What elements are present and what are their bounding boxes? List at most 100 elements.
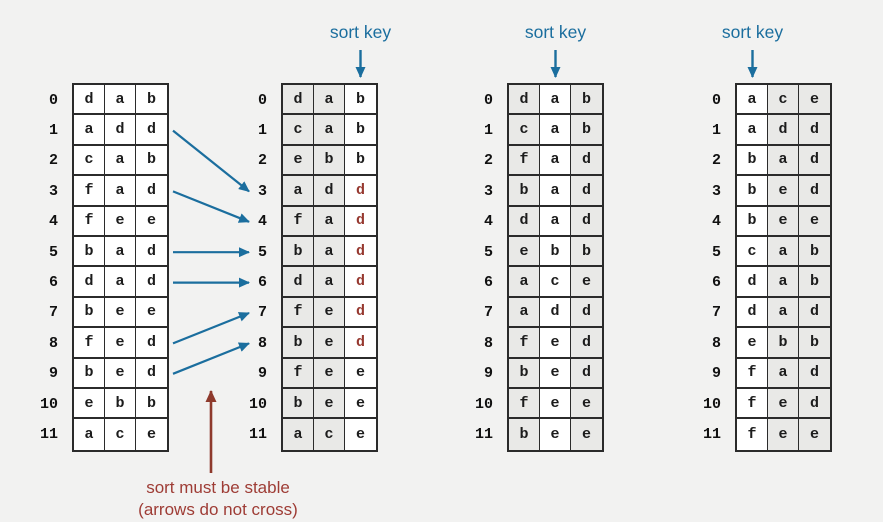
table-cell: e [136,419,167,450]
table-cell: b [136,85,167,116]
table-cell: e [136,206,167,237]
table-cell: b [136,388,167,420]
row-index: 4 [48,213,58,231]
table-cell: c [74,145,105,177]
table-cell: a [105,236,136,268]
table-cell: d [799,176,830,207]
table-cell: d [283,85,314,116]
table-cell: a [737,85,768,116]
table-cell: c [737,236,768,268]
row-index: 10 [474,395,493,413]
table-cell: e [283,145,314,177]
table-cell: e [540,328,571,359]
table-cell: a [540,115,571,146]
table-cell: d [737,267,768,298]
row-index: 0 [48,91,58,109]
table-cell: b [105,388,136,420]
table-cell: d [799,388,830,420]
table-cell: a [74,419,105,450]
table-cell: b [571,115,602,146]
row-index: 9 [257,365,267,383]
table-cell: d [283,267,314,298]
row-index: 9 [483,365,493,383]
table-cell: d [737,297,768,329]
table-cell: d [136,115,167,146]
table-cell: e [314,358,345,389]
row-index: 6 [257,274,267,292]
row-index: 2 [483,152,493,170]
table-cell: e [105,297,136,329]
table-cell: e [799,85,830,116]
table-cell: d [571,297,602,329]
stable-note-line1: sort must be stable [146,478,290,497]
table-cell: a [540,206,571,237]
table-cell: e [540,358,571,389]
table-cell: f [74,176,105,207]
table-cell: d [345,206,376,237]
sort-key-label: sort key [329,22,392,42]
table-cell: e [571,419,602,450]
table-cell: b [283,236,314,268]
table-cell: e [105,358,136,389]
table-cell: d [799,145,830,177]
table-cell: d [799,358,830,389]
table-cell: a [314,85,345,116]
row-index: 8 [483,334,493,352]
table-cell: a [768,358,799,389]
row-index: 11 [39,426,58,444]
table-cell: a [768,267,799,298]
table-cell: a [283,176,314,207]
table-cell: b [74,236,105,268]
sort-key-label: sort key [524,22,587,42]
table-cell: a [314,267,345,298]
row-index: 3 [48,182,58,200]
table-cell: e [571,267,602,298]
table-cell: c [105,419,136,450]
table-cell: b [509,176,540,207]
table-cell: d [571,358,602,389]
row-index: 5 [257,243,267,261]
row-index: 2 [48,152,58,170]
row-index: 3 [483,182,493,200]
row-index: 0 [257,91,267,109]
table-cell: d [509,206,540,237]
row-index: 0 [711,91,721,109]
table-cell: e [768,388,799,420]
row-index: 2 [711,152,721,170]
table-cell: d [74,85,105,116]
table-cell: e [540,419,571,450]
row-index: 8 [48,334,58,352]
table-cell: a [283,419,314,450]
table-cell: d [768,115,799,146]
table-cell: a [768,145,799,177]
table-cell: a [768,236,799,268]
row-index: 6 [711,274,721,292]
table-cell: b [136,145,167,177]
table-cell: c [283,115,314,146]
table-cell: a [768,297,799,329]
table-cell: f [737,388,768,420]
table-cell: d [136,267,167,298]
table-cell: d [136,328,167,359]
table-cell: b [345,115,376,146]
row-index: 4 [711,213,721,231]
table-cell: d [74,267,105,298]
row-index: 11 [248,426,267,444]
table-cell: e [105,328,136,359]
table-cell: e [314,297,345,329]
table-cell: f [509,145,540,177]
table-cell: d [345,236,376,268]
table-cell: f [74,328,105,359]
table-cell: e [345,358,376,389]
table-cell: d [345,297,376,329]
table-cell: d [799,297,830,329]
table-cell: d [136,176,167,207]
table-cell: a [105,145,136,177]
table-cell: f [74,206,105,237]
table-cell: e [799,419,830,450]
table-cell: b [283,388,314,420]
table-cell: b [737,176,768,207]
sort-key-label: sort key [721,22,784,42]
table-cell: a [540,145,571,177]
